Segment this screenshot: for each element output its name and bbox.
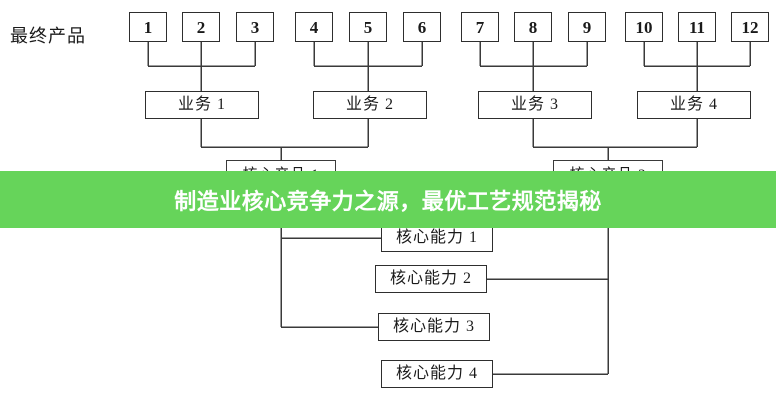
final-product-box-6[interactable]: 6	[403, 12, 441, 42]
business-box-1[interactable]: 业务 1	[145, 91, 259, 119]
final-product-box-10[interactable]: 10	[625, 12, 663, 42]
business-box-4[interactable]: 业务 4	[637, 91, 751, 119]
core-capability-box-2[interactable]: 核心能力 2	[375, 265, 487, 293]
final-product-box-11[interactable]: 11	[678, 12, 716, 42]
core-capability-label-3: 核心能力 3	[392, 318, 475, 335]
final-product-box-3[interactable]: 3	[236, 12, 274, 42]
core-capability-box-4[interactable]: 核心能力 4	[381, 360, 493, 388]
final-product-label-1: 1	[143, 17, 153, 37]
final-product-label-10: 10	[635, 17, 653, 37]
business-box-2[interactable]: 业务 2	[313, 91, 427, 119]
final-product-label-2: 2	[196, 17, 206, 37]
business-label-3: 业务 3	[510, 96, 559, 113]
final-product-label-4: 4	[309, 17, 319, 37]
final-product-label-6: 6	[417, 17, 427, 37]
final-product-label-12: 12	[741, 17, 759, 37]
business-label-2: 业务 2	[345, 96, 394, 113]
business-label-4: 业务 4	[669, 96, 718, 113]
business-box-3[interactable]: 业务 3	[478, 91, 592, 119]
final-product-box-8[interactable]: 8	[514, 12, 552, 42]
final-product-label-7: 7	[475, 17, 485, 37]
final-product-label-11: 11	[688, 17, 706, 37]
core-capability-label-1: 核心能力 1	[395, 229, 478, 246]
final-product-box-1[interactable]: 1	[129, 12, 167, 42]
business-label-1: 业务 1	[177, 96, 226, 113]
final-product-label-5: 5	[363, 17, 373, 37]
core-capability-box-3[interactable]: 核心能力 3	[378, 313, 490, 341]
final-product-box-7[interactable]: 7	[461, 12, 499, 42]
row-label-final-products: 最终产品	[10, 26, 86, 46]
core-capability-label-2: 核心能力 2	[389, 270, 472, 287]
core-capability-label-4: 核心能力 4	[395, 365, 478, 382]
final-product-box-4[interactable]: 4	[295, 12, 333, 42]
banner-title-text: 制造业核心竞争力之源，最优工艺规范揭秘	[174, 188, 602, 214]
final-product-label-8: 8	[528, 17, 538, 37]
final-product-label-9: 9	[582, 17, 592, 37]
final-product-box-12[interactable]: 12	[731, 12, 769, 42]
final-product-box-9[interactable]: 9	[568, 12, 606, 42]
final-product-box-5[interactable]: 5	[349, 12, 387, 42]
core-capability-box-1[interactable]: 核心能力 1	[381, 224, 493, 252]
final-product-label-3: 3	[250, 17, 260, 37]
final-product-box-2[interactable]: 2	[182, 12, 220, 42]
title-banner: 制造业核心竞争力之源，最优工艺规范揭秘	[0, 171, 776, 228]
